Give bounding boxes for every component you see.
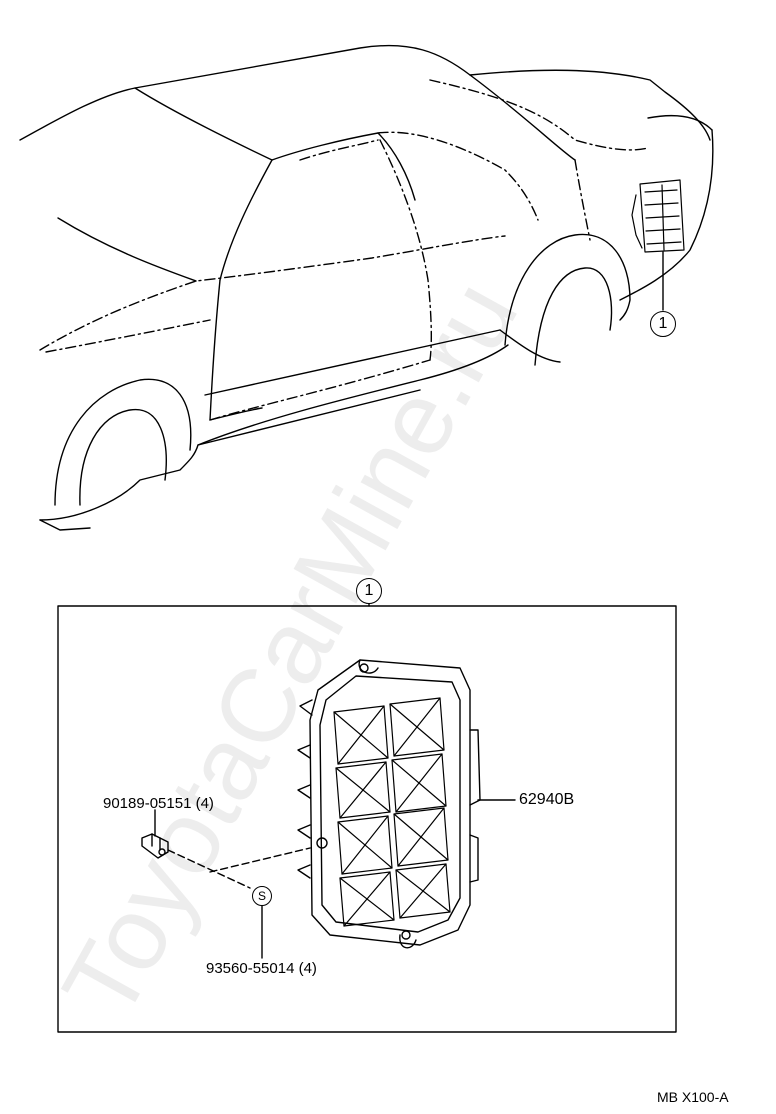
car-illustration [19,44,714,531]
part-number-vent-assembly: 62940B [519,791,575,808]
vent-assembly-drawing [297,659,481,949]
diagram-code: MB X100-A [657,1089,729,1105]
car-vent-location [631,179,685,253]
clip-symbol-marker: S [252,886,272,906]
callout-car-vent: 1 [650,311,676,337]
part-number-screw: 90189-05151 (4) [103,795,214,812]
detail-box [57,605,677,1033]
screw-part-drawing [141,833,169,859]
part-number-clip: 93560-55014 (4) [206,960,317,977]
callout-detail-box: 1 [356,578,382,604]
